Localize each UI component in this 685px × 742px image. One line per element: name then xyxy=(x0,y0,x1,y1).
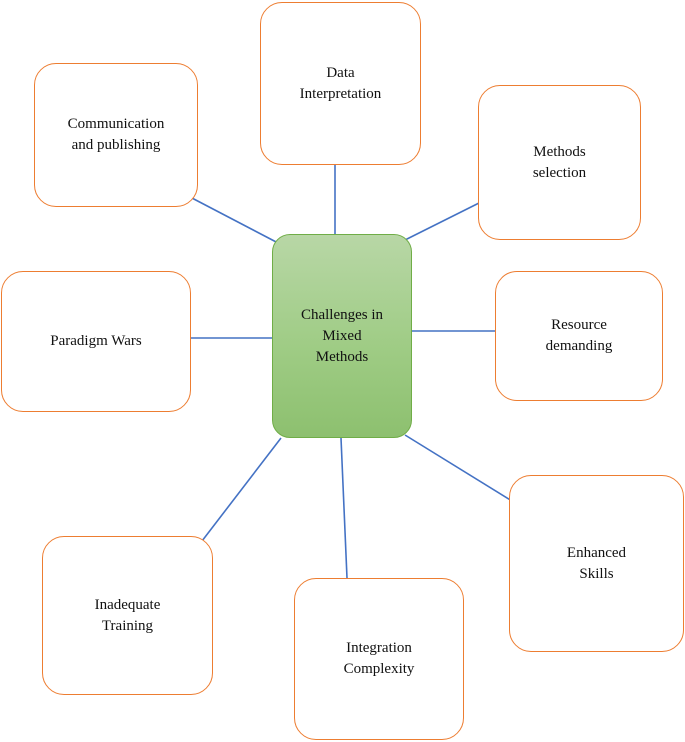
center-node-label: Challenges in Mixed Methods xyxy=(300,306,384,365)
center-node-challenges: Challenges in Mixed Methods xyxy=(272,234,412,438)
node-label: Paradigm Wars xyxy=(50,333,142,349)
node-data-interpretation: Data Interpretation xyxy=(260,2,421,165)
node-label: Methods selection xyxy=(532,143,587,181)
node-integration-complexity: Integration Complexity xyxy=(294,578,464,740)
connector-enhanced-skills xyxy=(404,434,513,502)
node-label: Data Interpretation xyxy=(299,64,382,102)
connector-integration-complexity xyxy=(340,437,348,579)
connector-communication-and-publishing xyxy=(189,196,281,245)
connector-methods-selection xyxy=(404,201,482,241)
node-inadequate-training: Inadequate Training xyxy=(42,536,213,695)
node-paradigm-wars: Paradigm Wars xyxy=(1,271,191,412)
node-enhanced-skills: Enhanced Skills xyxy=(509,475,684,652)
node-label: Resource demanding xyxy=(545,317,613,354)
node-label: Inadequate Training xyxy=(94,596,161,634)
node-label: Integration Complexity xyxy=(343,640,415,677)
node-communication-and-publishing: Communication and publishing xyxy=(34,63,198,207)
node-label: Communication and publishing xyxy=(67,116,165,153)
node-resource-demanding: Resource demanding xyxy=(495,271,663,401)
connector-inadequate-training xyxy=(201,437,282,542)
node-methods-selection: Methods selection xyxy=(478,85,641,240)
node-label: Enhanced Skills xyxy=(566,544,627,582)
